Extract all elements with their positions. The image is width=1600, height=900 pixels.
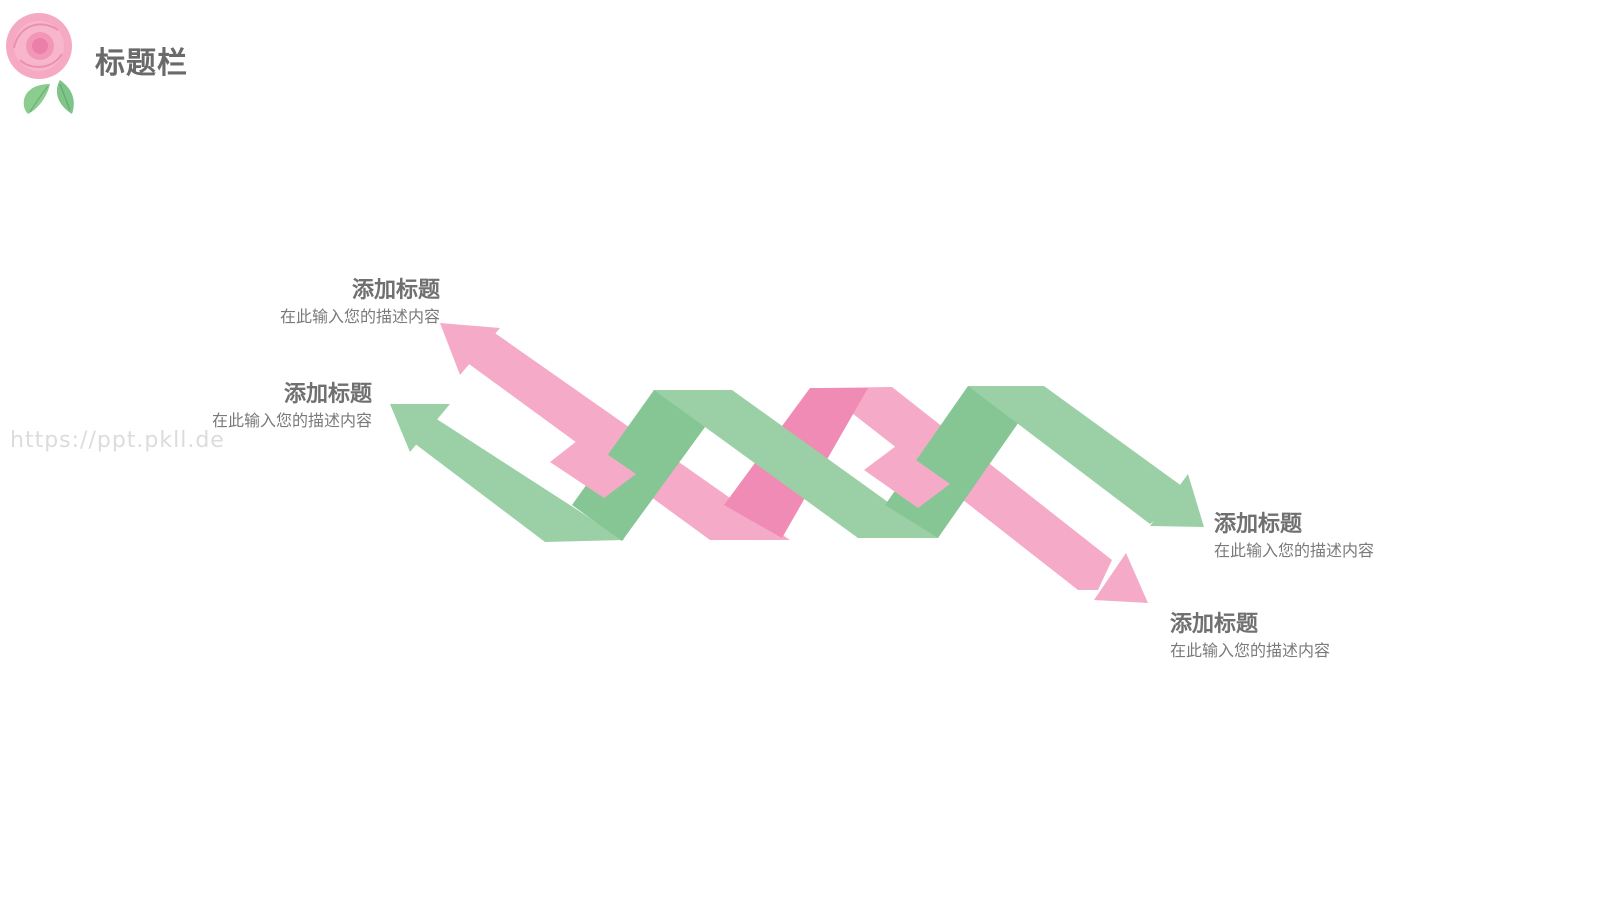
rose-logo-icon <box>6 13 74 114</box>
caption-title: 添加标题 <box>1170 612 1259 637</box>
caption-desc: 在此输入您的描述内容 <box>1214 541 1375 560</box>
caption-bottom-right: 添加标题 在此输入您的描述内容 <box>1170 610 1410 662</box>
page-title: 标题栏 <box>95 46 188 81</box>
caption-title: 添加标题 <box>1214 512 1303 537</box>
caption-desc: 在此输入您的描述内容 <box>1170 641 1331 660</box>
watermark: https://ppt.pkll.de <box>10 428 225 453</box>
caption-mid-right: 添加标题 在此输入您的描述内容 <box>1214 510 1454 562</box>
caption-top-left: 添加标题 在此输入您的描述内容 <box>230 276 440 328</box>
caption-desc: 在此输入您的描述内容 <box>211 411 372 430</box>
caption-mid-left: 添加标题 在此输入您的描述内容 <box>162 380 372 432</box>
pink-ribbon-front <box>550 437 950 508</box>
caption-desc: 在此输入您的描述内容 <box>279 307 440 326</box>
caption-title: 添加标题 <box>283 382 372 407</box>
caption-title: 添加标题 <box>351 278 440 303</box>
